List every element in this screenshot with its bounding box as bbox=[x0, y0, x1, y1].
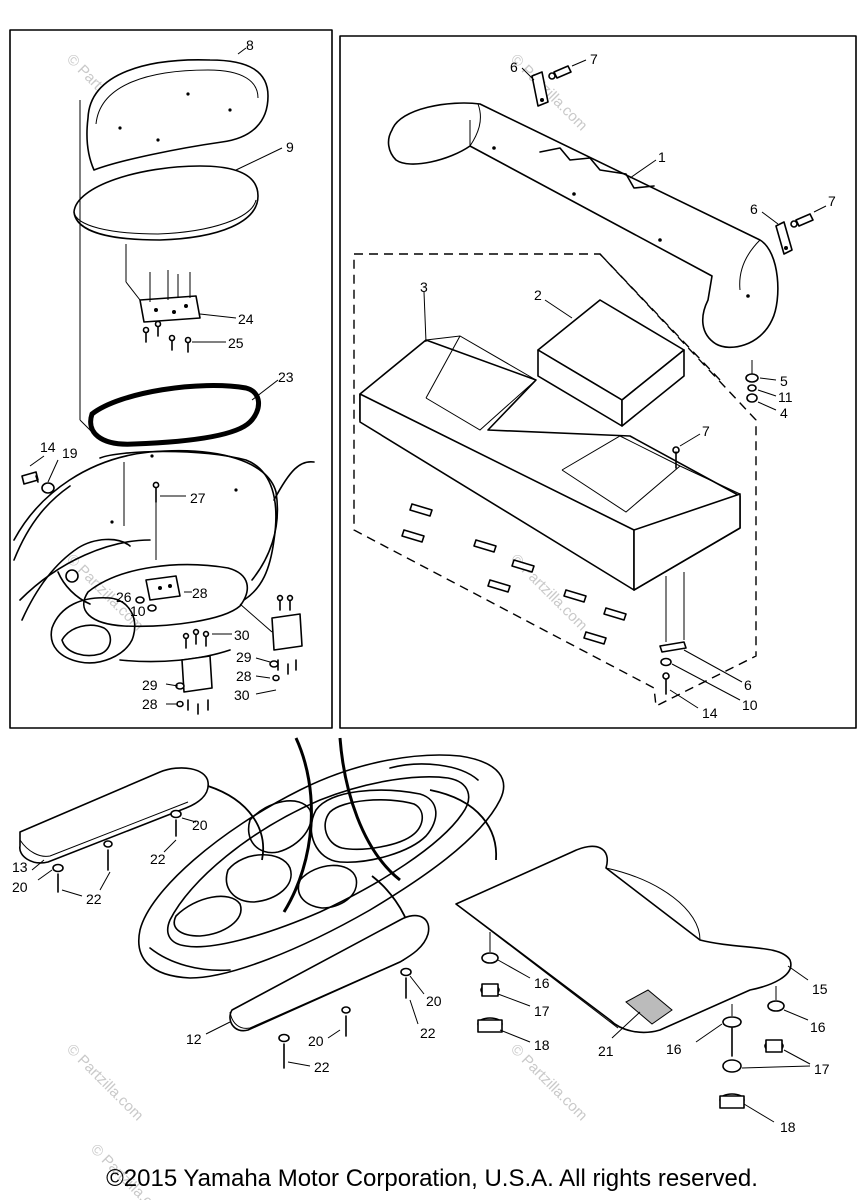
stud-part-27 bbox=[152, 481, 160, 560]
side-cushion-part-13 bbox=[19, 767, 209, 864]
callout-18: 18 bbox=[534, 1037, 550, 1053]
boat-hull-overview bbox=[138, 754, 505, 979]
callout-22: 22 bbox=[420, 1025, 436, 1041]
callout-30: 30 bbox=[234, 627, 250, 643]
washer-part-19 bbox=[41, 482, 55, 494]
sunpad-part-15 bbox=[455, 845, 792, 1034]
callout-13: 13 bbox=[12, 859, 28, 875]
grommet-set-right bbox=[719, 986, 785, 1109]
hull-lid-opening bbox=[13, 449, 315, 664]
callout-17: 17 bbox=[534, 1003, 550, 1019]
callout-1: 1 bbox=[658, 149, 666, 165]
callout-22: 22 bbox=[86, 891, 102, 907]
assembly-curve bbox=[282, 737, 313, 913]
side-cushion-part-12 bbox=[229, 914, 430, 1032]
callout-29: 29 bbox=[142, 677, 158, 693]
bracket-part-6-top bbox=[531, 71, 549, 107]
assembly-dash-outline bbox=[353, 253, 757, 708]
callout-16: 16 bbox=[534, 975, 550, 991]
callout-29: 29 bbox=[236, 649, 252, 665]
callout-6: 6 bbox=[510, 59, 518, 75]
seat-clips bbox=[401, 503, 627, 645]
seat-cushion-part-9 bbox=[73, 165, 259, 241]
bolt-part-14 bbox=[21, 471, 39, 485]
callout-6: 6 bbox=[744, 677, 752, 693]
lid-bracket-part-28 bbox=[145, 575, 181, 601]
callout-9: 9 bbox=[286, 139, 294, 155]
callout-18: 18 bbox=[780, 1119, 796, 1135]
backrest-part-8 bbox=[86, 59, 269, 171]
callout-6: 6 bbox=[750, 201, 758, 217]
gasket-part-23 bbox=[88, 383, 261, 447]
callout-7: 7 bbox=[590, 51, 598, 67]
callout-27: 27 bbox=[190, 490, 206, 506]
callout-20: 20 bbox=[192, 817, 208, 833]
callout-12: 12 bbox=[186, 1031, 202, 1047]
callout-20: 20 bbox=[426, 993, 442, 1009]
copyright-notice: ©2015 Yamaha Motor Corporation, U.S.A. A… bbox=[106, 1165, 758, 1192]
callout-14: 14 bbox=[40, 439, 56, 455]
lower-fasteners bbox=[659, 572, 687, 695]
callout-21: 21 bbox=[598, 1043, 614, 1059]
rear-backrest-part-1 bbox=[387, 102, 779, 348]
screws-part-25 bbox=[142, 320, 192, 353]
callout-5: 5 bbox=[780, 373, 788, 389]
assembly-curve bbox=[207, 785, 264, 861]
cushion-block-part-2 bbox=[537, 299, 685, 427]
bolt-part-7-top bbox=[548, 65, 572, 80]
callout-10: 10 bbox=[742, 697, 758, 713]
callout-17: 17 bbox=[814, 1061, 830, 1077]
callout-15: 15 bbox=[812, 981, 828, 997]
callout-30: 30 bbox=[234, 687, 250, 703]
fastener-stack-5-11-4 bbox=[745, 360, 759, 403]
callout-22: 22 bbox=[314, 1059, 330, 1075]
callout-28: 28 bbox=[192, 585, 208, 601]
callout-26: 26 bbox=[116, 589, 132, 605]
callout-7: 7 bbox=[702, 423, 710, 439]
callout-22: 22 bbox=[150, 851, 166, 867]
left-panel-frame bbox=[9, 29, 333, 729]
assembly-curve bbox=[338, 737, 401, 882]
watermark-text: © Partzilla.com bbox=[507, 1041, 590, 1124]
fasteners-13 bbox=[52, 809, 182, 893]
callout-labels: 8 9 24 25 23 14 19 27 26 28 10 30 29 28 … bbox=[12, 37, 836, 1135]
callout-16: 16 bbox=[666, 1041, 682, 1057]
callout-16: 16 bbox=[810, 1019, 826, 1035]
callout-11: 11 bbox=[778, 389, 793, 405]
washer-part-10 bbox=[147, 604, 157, 612]
seat-base-part-3 bbox=[359, 335, 741, 591]
right-panel-frame bbox=[339, 35, 857, 729]
callout-3: 3 bbox=[420, 279, 428, 295]
fasteners-12 bbox=[278, 967, 412, 1069]
callout-24: 24 bbox=[238, 311, 254, 327]
nut-part-26 bbox=[135, 596, 145, 604]
watermark-text: © Partzilla.com bbox=[63, 1041, 146, 1124]
callout-14: 14 bbox=[702, 705, 718, 721]
bracket-part-6-right bbox=[775, 221, 793, 255]
callout-4: 4 bbox=[780, 405, 788, 421]
bolt-part-7-right bbox=[790, 213, 814, 228]
callout-28: 28 bbox=[236, 668, 252, 684]
hinge-part-24 bbox=[125, 244, 201, 323]
callout-28: 28 bbox=[142, 696, 158, 712]
callout-7: 7 bbox=[828, 193, 836, 209]
screw-part-7-seat bbox=[672, 446, 680, 469]
callout-19: 19 bbox=[62, 445, 78, 461]
callout-10: 10 bbox=[130, 603, 146, 619]
callout-25: 25 bbox=[228, 335, 244, 351]
callout-20: 20 bbox=[12, 879, 28, 895]
grommet-set-left bbox=[477, 932, 503, 1033]
callout-8: 8 bbox=[246, 37, 254, 53]
callout-23: 23 bbox=[278, 369, 294, 385]
callout-2: 2 bbox=[534, 287, 542, 303]
callout-20: 20 bbox=[308, 1033, 324, 1049]
assembly-curve bbox=[429, 789, 497, 861]
